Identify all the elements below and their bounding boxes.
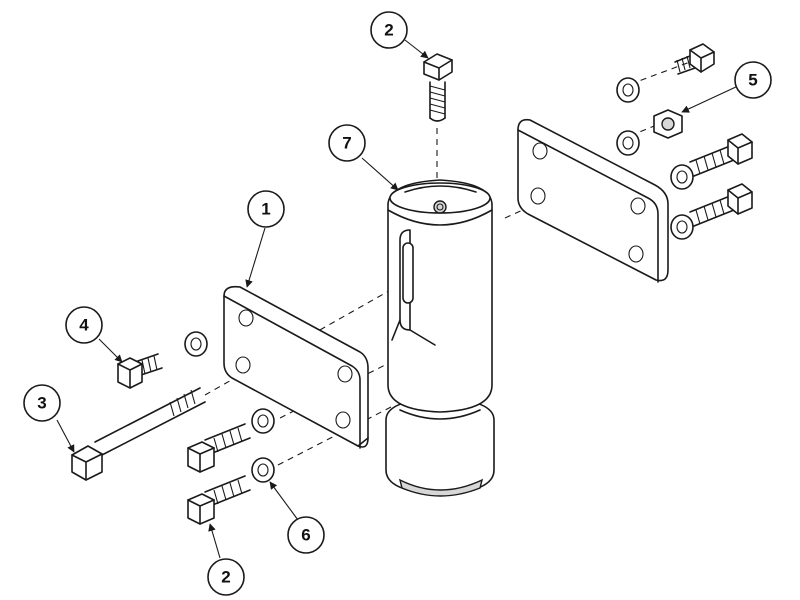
left-mounting-plate [223,285,369,449]
callout-number: 7 [342,134,351,153]
callout-number: 6 [301,526,310,545]
callout-2-top: 2 [370,11,408,49]
cylindrical-body [385,179,495,497]
right-mounting-plate [517,118,669,283]
left-upper-lock-washer [184,331,208,357]
hex-nut [653,109,683,139]
small-hex-bolt [117,353,163,389]
right-side-bolts [689,133,753,227]
callout-number: 3 [37,394,46,413]
callout-number: 2 [221,568,230,587]
top-right-hex-bolt [674,43,715,75]
right-lock-washers [616,77,694,240]
callout-5: 5 [734,61,772,99]
callout-4: 4 [65,306,103,344]
lower-left-bolts [187,423,251,525]
leader-lines [56,39,739,559]
callout-number: 5 [748,71,757,90]
callout-3: 3 [23,384,61,422]
long-hex-bolt [71,387,206,481]
callout-7: 7 [328,124,366,162]
callout-2-bottom: 2 [207,558,245,596]
callout-number: 1 [261,200,270,219]
callout-1: 1 [247,190,285,228]
callout-number: 4 [79,316,89,335]
top-hex-bolt [423,53,453,122]
callout-6: 6 [287,516,325,554]
lower-left-lock-washers [251,408,275,483]
callout-number: 2 [384,21,393,40]
